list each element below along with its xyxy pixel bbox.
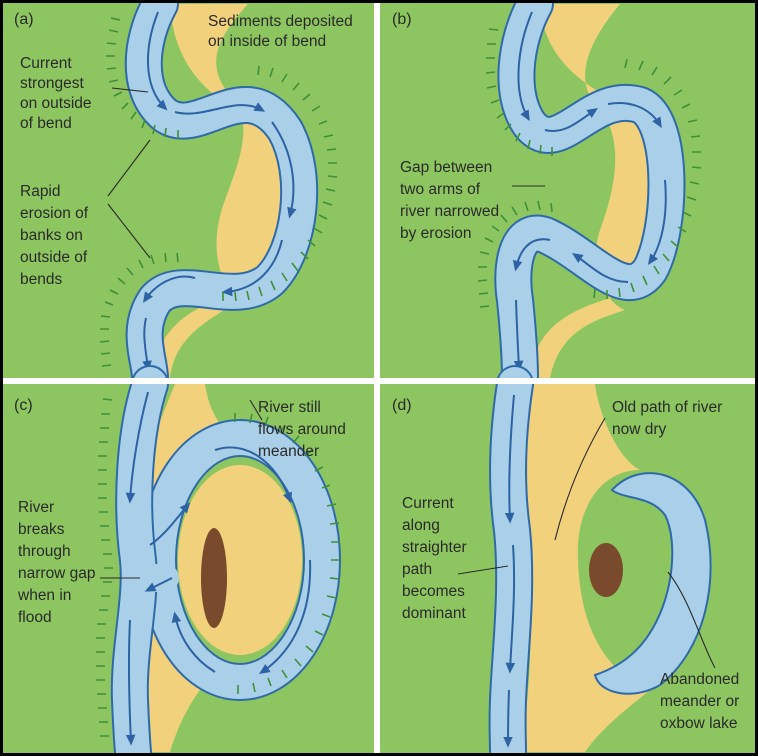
panel-c-still-line3: meander xyxy=(258,443,319,460)
panel-a-erosion-line1: Rapid xyxy=(20,183,61,200)
panel-c-breaks-line5: when in xyxy=(17,587,71,604)
panel-d-current-line4: path xyxy=(402,561,432,578)
panel-a: (a) Sediments deposited on inside of ben… xyxy=(4,4,374,378)
panel-d-abandoned-line2: meander or xyxy=(660,693,739,710)
panel-a-erosion-line2: erosion of xyxy=(20,205,89,222)
panel-d-old-line2: now dry xyxy=(612,421,667,438)
panel-a-erosion-line3: banks on xyxy=(20,227,83,244)
panel-c-breaks-line3: through xyxy=(18,543,71,560)
panel-b-gap-line1: Gap between xyxy=(400,159,492,176)
panel-d-island xyxy=(589,543,623,597)
panel-b: (b) Gap between two arms of river narrow… xyxy=(380,4,754,378)
panel-c-island xyxy=(201,528,227,628)
panel-d-tag: (d) xyxy=(392,397,412,414)
panel-d-abandoned-line3: oxbow lake xyxy=(660,715,738,732)
panel-a-sediments-line2: on inside of bend xyxy=(208,33,326,50)
panel-d-current-line5: becomes xyxy=(402,583,465,600)
panel-d-current-line1: Current xyxy=(402,495,454,512)
panel-c-breaks-line2: breaks xyxy=(18,521,65,538)
panel-d-current-line2: along xyxy=(402,517,440,534)
panel-c-breaks-line4: narrow gap xyxy=(18,565,96,582)
panel-c-breaks-line1: River xyxy=(18,499,54,516)
panel-c-inner-sand-top xyxy=(178,465,302,655)
panel-a-current-line3: on outside xyxy=(20,95,92,112)
panel-c-still-line2: flows around xyxy=(258,421,346,438)
panel-d-current-line6: dominant xyxy=(402,605,466,622)
panel-b-gap-line2: two arms of xyxy=(400,181,481,198)
panel-a-erosion-line5: bends xyxy=(20,271,62,288)
panel-d-current-line3: straighter xyxy=(402,539,467,556)
panel-d-flow-arrow-3 xyxy=(508,690,509,744)
panel-a-sediments-line1: Sediments deposited xyxy=(208,13,353,30)
panel-b-gap-line3: river narrowed xyxy=(400,203,499,220)
panel-c: (c) River still flows around meander Riv… xyxy=(4,384,374,752)
panel-b-tag: (b) xyxy=(392,11,412,28)
panel-d: (d) Old path of river now dry Current al… xyxy=(380,384,754,752)
panel-a-tag: (a) xyxy=(14,11,34,28)
panel-a-current-line2: strongest xyxy=(20,75,84,92)
panel-b-gap-line4: by erosion xyxy=(400,225,472,242)
panel-c-still-line1: River still xyxy=(258,399,321,416)
panel-c-breaks-line6: flood xyxy=(18,609,52,626)
panel-d-abandoned-line1: Abandoned xyxy=(660,671,739,688)
panel-a-current-line1: Current xyxy=(20,55,72,72)
horizontal-divider xyxy=(0,378,758,384)
panel-a-erosion-line4: outside of xyxy=(20,249,88,266)
panel-c-tag: (c) xyxy=(14,397,33,414)
panel-d-old-line1: Old path of river xyxy=(612,399,722,416)
panel-a-current-line4: of bend xyxy=(20,115,72,132)
